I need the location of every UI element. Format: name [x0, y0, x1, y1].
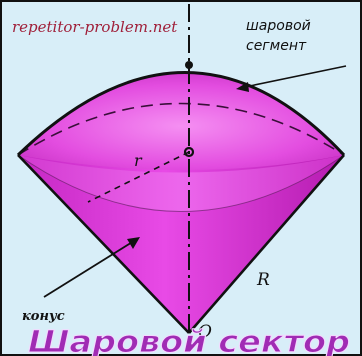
spherical-cap: [18, 72, 344, 170]
cone-pointer-arrowhead: [127, 237, 140, 249]
diagram-title: Шаровой сектор: [28, 325, 350, 356]
cap-arc-outline: [16, 71, 346, 157]
segment-label-line1: шаровой: [246, 18, 311, 34]
watermark: repetitor-problem.net: [12, 18, 178, 36]
base-center-point: [183, 146, 195, 158]
cone-pointer-line: [43, 240, 135, 298]
cone-left-edge: [17, 154, 190, 334]
radius-r-line: [87, 151, 190, 203]
cone-label: конус: [22, 309, 65, 324]
cap-top-point: [185, 61, 193, 69]
segment-pointer-arrowhead: [236, 82, 249, 92]
cone-right-edge: [188, 154, 345, 334]
ellipse-front-edge: [17, 154, 345, 212]
radius-R-label: R: [256, 270, 270, 290]
segment-pointer-line: [239, 65, 347, 89]
center-O-label: O: [198, 322, 212, 342]
radius-r-label: r: [134, 151, 143, 170]
segment-label-line2: сегмент: [246, 38, 307, 54]
cone-body: [18, 155, 344, 333]
ellipse-hidden-edge: [17, 102, 345, 156]
